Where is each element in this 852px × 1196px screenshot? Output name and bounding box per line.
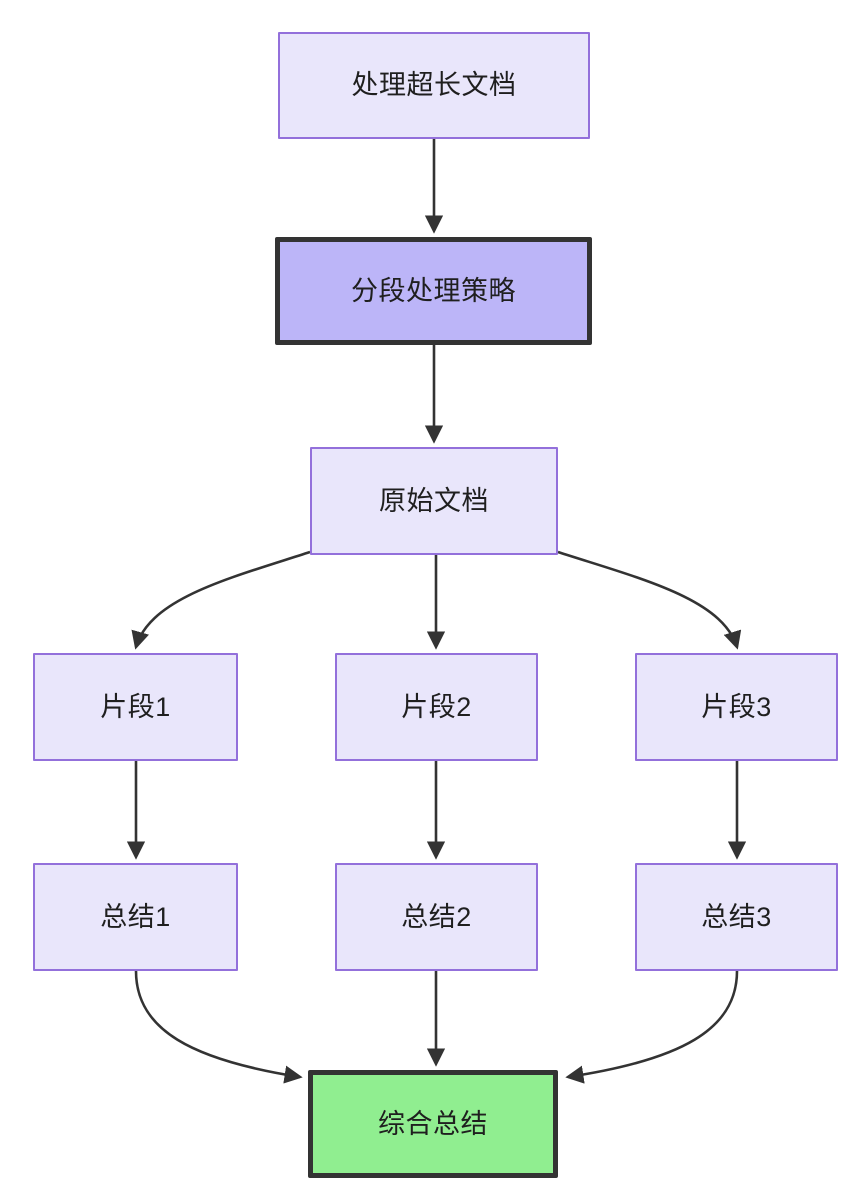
node-chunk-1[interactable]: 片段1 xyxy=(33,653,238,761)
node-combined-summary[interactable]: 综合总结 xyxy=(308,1070,558,1178)
edge-n7-n10 xyxy=(134,970,303,1084)
node-label: 总结3 xyxy=(701,901,772,932)
node-label: 分段处理策略 xyxy=(351,275,516,306)
node-chunking-strategy[interactable]: 分段处理策略 xyxy=(275,237,592,345)
node-label: 片段1 xyxy=(100,691,171,722)
node-chunk-2[interactable]: 片段2 xyxy=(335,653,538,761)
node-handle-long-document[interactable]: 处理超长文档 xyxy=(278,32,590,139)
node-summary-1[interactable]: 总结1 xyxy=(33,863,238,971)
edge-n9-n10 xyxy=(565,970,739,1084)
node-summary-2[interactable]: 总结2 xyxy=(335,863,538,971)
node-label: 片段3 xyxy=(701,691,772,722)
node-label: 综合总结 xyxy=(378,1108,488,1139)
node-label: 片段2 xyxy=(401,691,472,722)
node-original-document[interactable]: 原始文档 xyxy=(310,447,558,555)
node-label: 原始文档 xyxy=(379,485,489,516)
edge-n3-n4 xyxy=(131,550,311,650)
node-chunk-3[interactable]: 片段3 xyxy=(635,653,838,761)
node-summary-3[interactable]: 总结3 xyxy=(635,863,838,971)
node-label: 处理超长文档 xyxy=(351,70,517,101)
node-label: 总结1 xyxy=(100,901,171,932)
node-label: 总结2 xyxy=(401,901,472,932)
edge-n3-n6 xyxy=(557,550,742,650)
